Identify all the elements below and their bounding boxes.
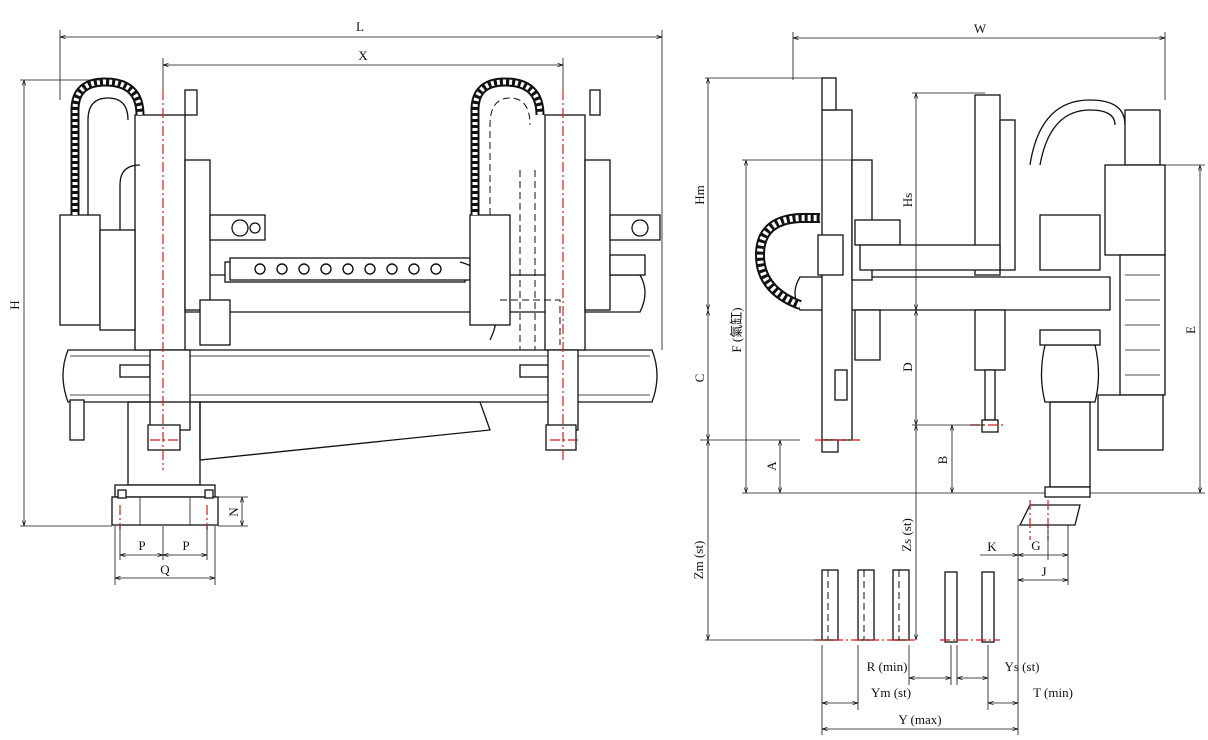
label-Hs: Hs (900, 193, 915, 207)
dim-E: E (1090, 164, 1205, 494)
label-K: K (987, 539, 997, 554)
label-J: J (1041, 564, 1046, 579)
dim-W: W (792, 21, 1166, 100)
label-Hm: Hm (692, 185, 707, 205)
dim-Zm: Zm (st) (691, 440, 822, 641)
dim-Ym-T-Y: Ym (st) T (min) Y (max) (821, 590, 1073, 735)
label-Ys: Ys (st) (1004, 659, 1039, 674)
label-L: L (356, 19, 364, 34)
label-Y: Y (max) (898, 712, 941, 727)
label-P-left: P (138, 538, 145, 553)
label-H: H (7, 300, 22, 309)
dim-K-G-J: K G J (980, 525, 1069, 590)
label-X: X (358, 48, 368, 63)
dim-Hm: Hm (692, 77, 822, 310)
dim-P-Q: P P Q (114, 526, 216, 585)
label-D: D (900, 362, 915, 371)
side-secondary-vertical (859, 94, 1101, 433)
stroke-positions (815, 569, 1000, 643)
dim-X: X (162, 48, 564, 90)
label-F: F (氣缸) (729, 307, 744, 352)
side-cable-chain (754, 213, 820, 310)
side-main-vertical (817, 77, 901, 453)
front-view: L X H C N (7, 19, 800, 585)
lower-bracket (199, 401, 491, 461)
dim-A: A (764, 440, 780, 493)
label-Zm: Zm (st) (691, 541, 706, 580)
label-Zs: Zs (st) (899, 518, 914, 552)
left-vertical-unit (59, 89, 266, 451)
base-column (111, 401, 219, 526)
label-P-right: P (182, 538, 189, 553)
right-cable-chain (470, 77, 545, 215)
side-base (1018, 401, 1091, 540)
label-Ym: Ym (st) (871, 685, 911, 700)
dim-H: H (7, 79, 112, 527)
label-N: N (226, 507, 241, 517)
label-T: T (min) (1033, 685, 1073, 700)
label-E: E (1183, 326, 1198, 334)
label-B: B (935, 455, 950, 464)
side-motor-cabinet (1029, 99, 1166, 451)
dim-D: D (900, 310, 985, 426)
left-cable-chain (70, 77, 145, 215)
label-A: A (764, 461, 779, 471)
label-Q: Q (160, 562, 170, 577)
dim-F: F (氣缸) (729, 159, 1045, 494)
dim-L: L (59, 19, 663, 350)
label-C: C (692, 374, 707, 383)
dim-N: N (218, 496, 248, 527)
dim-B: B (935, 425, 952, 493)
label-R: R (min) (867, 659, 908, 674)
dim-Zs: Zs (st) (899, 425, 916, 640)
label-W: W (974, 21, 987, 36)
dim-C: C (692, 310, 800, 441)
label-G: G (1031, 538, 1040, 553)
right-vertical-unit (469, 89, 661, 451)
dim-Hs: Hs (900, 92, 985, 310)
dim-R-Ys: R (min) Ys (st) (867, 645, 1040, 710)
side-beam-profile (1039, 329, 1101, 403)
side-view: W Hm F (氣缸) A Hs D (691, 21, 1205, 735)
